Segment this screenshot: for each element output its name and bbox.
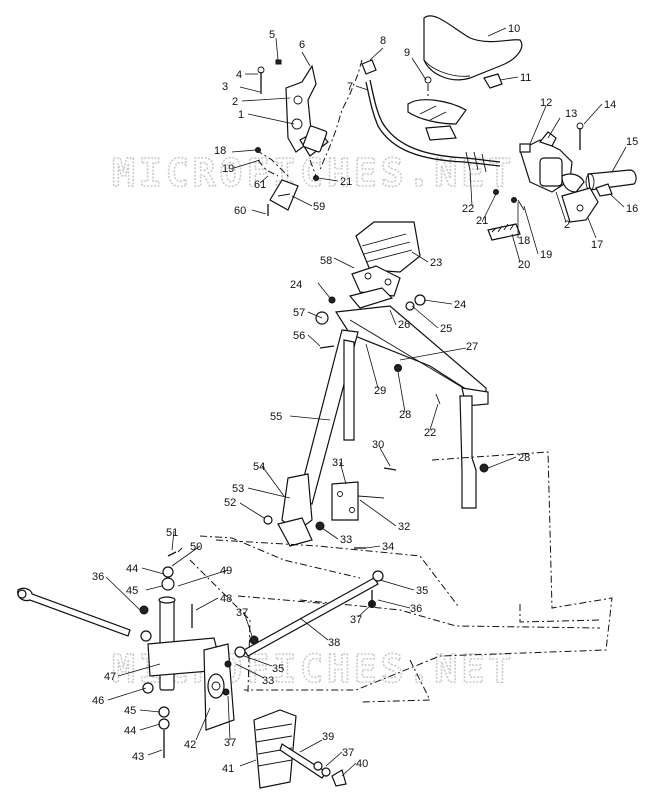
callout-18: 18 [214,145,226,157]
shift-rod [319,59,501,173]
callout-45: 45 [126,585,138,597]
callout-10: 10 [508,23,520,35]
callout-37-bottom: 37 [342,747,354,759]
callout-19: 19 [222,163,234,175]
callout-21-right: 21 [476,215,488,227]
callout-9: 9 [404,47,410,59]
callout-27: 27 [466,341,478,353]
watermark-top: MICROFICHES.NET [112,151,515,195]
callout-38: 38 [328,637,340,649]
callout-36-right: 36 [410,603,422,615]
callout-37: 37 [236,607,248,619]
callout-30: 30 [372,439,384,451]
callout-61: 61 [254,179,266,191]
shift-bracket-assembly [255,59,329,216]
callout-40: 40 [356,758,368,770]
callout-7: 7 [347,81,353,93]
callout-31: 31 [332,457,344,469]
callout-35-lower: 35 [272,663,284,675]
frame-outline [189,451,613,703]
callout-1: 1 [238,109,244,121]
callout-46: 46 [92,695,104,707]
callout-37-lower: 37 [224,737,236,749]
callout-13: 13 [565,108,577,120]
callout-44-lower: 44 [124,725,136,737]
callout-29: 29 [374,385,386,397]
callout-51: 51 [166,527,178,539]
callout-28-right: 28 [518,452,530,464]
leader-lines [105,27,627,777]
callout-48: 48 [220,593,232,605]
callout-4: 4 [236,69,242,81]
callout-23: 23 [430,257,442,269]
link-rods [17,570,384,658]
callout-26: 26 [398,319,410,331]
callout-42: 42 [184,739,196,751]
callout-22: 22 [462,203,474,215]
callout-8: 8 [380,35,386,47]
callout-56: 56 [293,330,305,342]
callout-58: 58 [320,255,332,267]
callout-16: 16 [626,203,638,215]
callout-36: 36 [92,571,104,583]
callout-24: 24 [290,279,302,291]
seat-pad [407,15,523,141]
callout-25: 25 [440,323,452,335]
callout-41: 41 [222,763,234,775]
callout-43: 43 [132,751,144,763]
callout-45-lower: 45 [124,705,136,717]
callout-2-right: 2 [564,219,570,231]
callout-59: 59 [313,201,325,213]
callout-39: 39 [322,731,334,743]
callout-24-right: 24 [454,299,466,311]
callout-5: 5 [269,29,275,41]
callout-20: 20 [518,259,530,271]
callout-14: 14 [604,99,616,111]
callout-15: 15 [626,136,638,148]
callout-labels: 5 6 4 3 2 1 8 7 9 10 11 12 13 14 15 16 1… [92,23,638,775]
callout-34: 34 [382,541,394,553]
callout-52: 52 [224,497,236,509]
callout-21: 21 [340,176,352,188]
callout-53: 53 [232,483,244,495]
callout-22-mid: 22 [424,427,436,439]
callout-37-mid: 37 [350,614,362,626]
callout-35: 35 [416,585,428,597]
grip-housing [487,122,637,241]
callout-54: 54 [253,461,265,473]
callout-11: 11 [520,72,531,84]
callout-12: 12 [540,97,552,109]
callout-60: 60 [234,205,246,217]
shift-lever-tower [263,221,489,549]
lower-bracket-stack [139,547,376,758]
callout-57: 57 [293,307,305,319]
callout-55: 55 [270,411,282,423]
callout-49: 49 [220,565,232,577]
callout-17: 17 [591,239,603,251]
callout-19-right: 19 [540,249,552,261]
callout-32: 32 [398,521,410,533]
bottom-boot [222,688,347,789]
callout-18-right: 18 [518,235,530,247]
callout-3: 3 [222,81,228,93]
callout-50: 50 [190,541,202,553]
callout-47: 47 [104,671,116,683]
callout-6: 6 [299,39,305,51]
callout-44: 44 [126,563,138,575]
callout-2: 2 [232,96,238,108]
callout-33-lower: 33 [262,675,274,687]
callout-33: 33 [340,534,352,546]
callout-28: 28 [399,409,411,421]
